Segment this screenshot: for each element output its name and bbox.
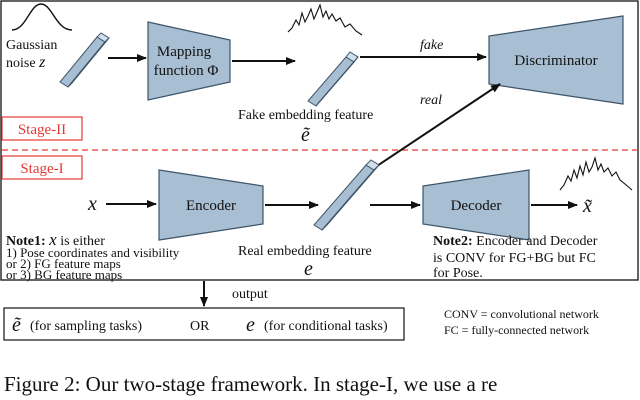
note2-line2: is CONV for FG+BG but FC [433,251,596,266]
gaussian-curve-icon [11,3,73,31]
output-text-conditional: (for conditional tasks) [264,319,388,334]
fake-embedding-label: Fake embedding feature [238,108,373,123]
noise-vector-bar [59,32,110,88]
real-arrow-label: real [420,93,442,108]
output-or: OR [190,319,210,334]
output-sym-conditional: e [246,314,255,336]
legend-fc: FC = fully-connected network [444,323,589,337]
decoder-label: Decoder [451,198,502,214]
stage-i-box [1,155,83,180]
mapping-label-line2: function Φ [154,63,219,79]
fake-embedding-bar [307,51,359,107]
encoder-label: Encoder [186,198,236,214]
decoder-block [422,169,530,241]
output-arrow-label: output [232,287,268,302]
note1-heading: Note1: x is either [6,230,105,249]
encoder-block [158,169,264,241]
discriminator-label: Discriminator [514,53,597,69]
real-embedding-label: Real embedding feature [238,244,372,259]
note1-line2: or 2) FG feature maps [6,256,121,271]
real-embedding-symbol: e [304,258,313,280]
legend-conv: CONV = convolutional network [444,307,599,321]
reconstruction-distribution-icon [559,156,633,191]
fake-embedding-symbol: ẽ [301,124,311,146]
note2-line3: for Pose. [433,266,483,281]
diagram-frame [0,0,639,281]
stage-ii-box [1,116,83,141]
stage-i-label: Stage-I [20,161,63,177]
fake-arrow-label: fake [420,38,443,53]
output-x-tilde-symbol: x̃ [582,195,592,217]
real-embedding-bar [313,159,380,231]
stage-ii-label: Stage-II [18,122,66,138]
output-box [3,307,405,341]
arrow-real-to-discriminator [361,83,501,177]
noise-label-line2: noise z [6,54,46,71]
note1-line3: or 3) BG feature maps [6,267,122,282]
mapping-label-line1: Mapping [157,44,212,60]
fake-distribution-icon [287,3,363,36]
input-x-symbol: x [87,193,97,215]
mapping-function-block [147,21,231,101]
output-sym-sampling: ẽ [12,314,22,336]
note1-line1: 1) Pose coordinates and visibility [6,245,180,260]
figure-caption: Figure 2: Our two-stage framework. In st… [4,372,498,396]
note2-line1: Note2: Encoder and Decoder [433,234,598,249]
noise-label-line1: Gaussian [6,38,57,53]
discriminator-block [488,15,624,105]
output-text-sampling: (for sampling tasks) [30,319,142,334]
